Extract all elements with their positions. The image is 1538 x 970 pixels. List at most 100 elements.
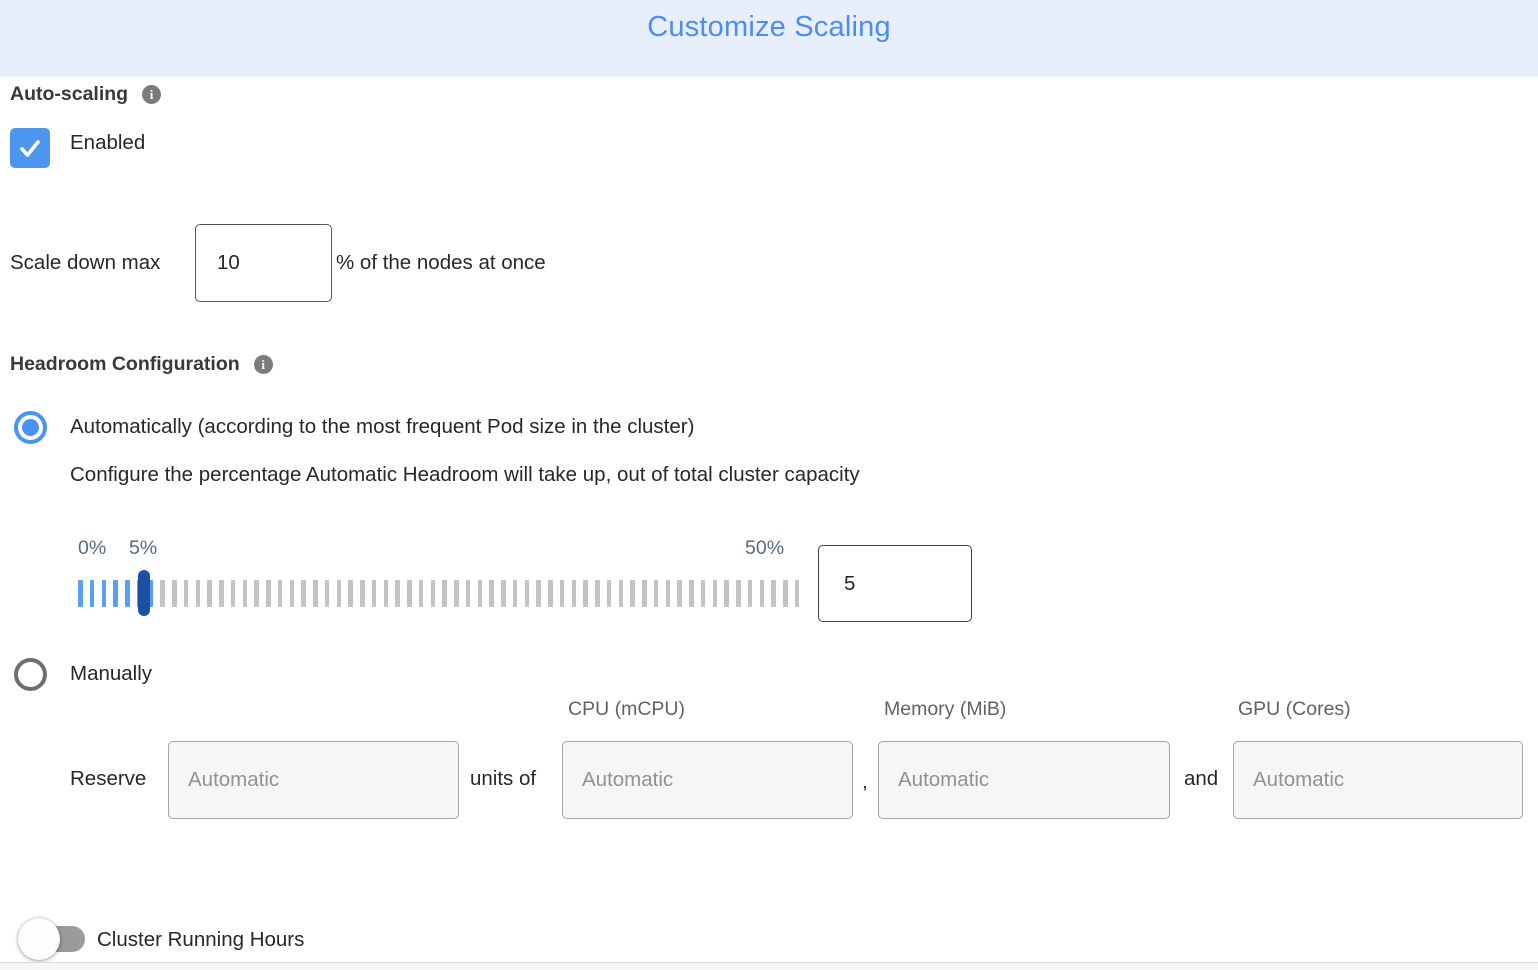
slider-tick (277, 580, 283, 607)
slider-current-label: 5% (129, 537, 158, 559)
scale-down-suffix: % of the nodes at once (336, 251, 546, 274)
checkmark-icon (20, 140, 40, 157)
slider-tick (630, 580, 635, 607)
slider-tick (759, 580, 764, 607)
slider-tick (724, 580, 729, 607)
slider-tick (736, 580, 741, 607)
slider-tick (348, 580, 353, 607)
reserve-cpu-input[interactable] (562, 741, 853, 819)
toggle-thumb[interactable] (18, 918, 60, 960)
reserve-label: Reserve (70, 767, 147, 790)
slider-tick (747, 580, 753, 607)
headroom-manually-radio[interactable] (14, 658, 47, 691)
scale-down-label: Scale down max (10, 251, 161, 274)
slider-tick (771, 580, 776, 607)
slider-max-label: 50% (745, 537, 785, 559)
dialog-title: Customize Scaling (647, 11, 891, 43)
slider-tick (794, 580, 800, 607)
headroom-automatic-radio[interactable] (14, 411, 47, 444)
headroom-percentage-slider[interactable] (78, 570, 800, 616)
slider-tick (313, 580, 318, 607)
slider-tick (583, 580, 588, 607)
slider-tick (301, 580, 306, 607)
slider-tick (289, 580, 294, 607)
slider-tick (677, 580, 682, 607)
bottom-divider (0, 962, 1538, 963)
info-icon[interactable]: i (142, 85, 162, 104)
reserve-memory-input[interactable] (878, 741, 1170, 819)
info-icon[interactable]: i (253, 355, 273, 374)
slider-tick (254, 580, 259, 607)
slider-tick (383, 580, 388, 607)
slider-tick (559, 580, 565, 607)
slider-tick (183, 580, 189, 607)
slider-tick (324, 580, 330, 607)
reserve-units-input[interactable] (168, 741, 459, 819)
slider-tick (783, 580, 788, 607)
slider-tick (465, 580, 471, 607)
slider-tick (454, 580, 459, 607)
slider-tick (101, 580, 106, 607)
auto-scaling-section-header: Auto-scaling i (10, 83, 162, 106)
slider-tick (442, 580, 447, 607)
memory-column-header: Memory (MiB) (884, 698, 1007, 720)
headroom-manually-label: Manually (70, 662, 153, 685)
slider-tick (160, 580, 165, 607)
slider-tick (219, 580, 224, 607)
slider-tick (712, 580, 717, 607)
headroom-section-header: Headroom Configuration i (10, 353, 273, 376)
slider-handle[interactable] (138, 570, 150, 616)
slider-tick (665, 580, 670, 607)
dialog-header: Customize Scaling (0, 0, 1538, 77)
slider-tick (336, 580, 341, 607)
slider-tick (266, 580, 271, 607)
slider-tick (371, 580, 377, 607)
gpu-column-header: GPU (Cores) (1238, 698, 1351, 720)
slider-tick (395, 580, 400, 607)
slider-tick (477, 580, 482, 607)
slider-tick (536, 580, 541, 607)
slider-tick (689, 580, 694, 607)
slider-tick (618, 580, 623, 607)
slider-tick (125, 580, 130, 607)
cpu-column-header: CPU (mCPU) (568, 698, 685, 720)
slider-tick (606, 580, 612, 607)
slider-tick (172, 580, 177, 607)
enabled-label: Enabled (70, 131, 146, 154)
slider-tick (207, 580, 212, 607)
slider-min-label: 0% (78, 537, 107, 559)
and-separator: and (1184, 767, 1219, 790)
reserve-gpu-input[interactable] (1233, 741, 1523, 819)
slider-tick (489, 580, 494, 607)
slider-tick (89, 580, 95, 607)
auto-scaling-label: Auto-scaling (10, 83, 129, 105)
slider-tick (653, 580, 659, 607)
slider-tick (418, 580, 424, 607)
slider-tick (78, 580, 83, 607)
auto-scaling-enabled-checkbox[interactable] (10, 128, 50, 168)
headroom-percentage-input[interactable] (818, 545, 972, 622)
headroom-config-label: Headroom Configuration (10, 353, 240, 375)
slider-tick (407, 580, 412, 607)
comma-separator: , (862, 770, 868, 793)
headroom-automatic-description: Configure the percentage Automatic Headr… (70, 463, 860, 486)
bottom-strip (0, 963, 1538, 970)
slider-tick (524, 580, 529, 607)
slider-tick (595, 580, 600, 607)
slider-tick (113, 580, 118, 607)
slider-tick (195, 580, 200, 607)
cluster-running-hours-label: Cluster Running Hours (97, 928, 305, 951)
radio-dot (22, 419, 39, 436)
units-of-label: units of (470, 767, 537, 790)
slider-tick (230, 580, 236, 607)
slider-tick (148, 580, 153, 607)
slider-tick (571, 580, 576, 607)
slider-tick (242, 580, 247, 607)
cluster-running-hours-toggle[interactable] (18, 917, 88, 961)
slider-tick (430, 580, 435, 607)
slider-tick (700, 580, 706, 607)
scale-down-max-input[interactable] (195, 224, 332, 302)
slider-tick (642, 580, 647, 607)
slider-tick (548, 580, 553, 607)
